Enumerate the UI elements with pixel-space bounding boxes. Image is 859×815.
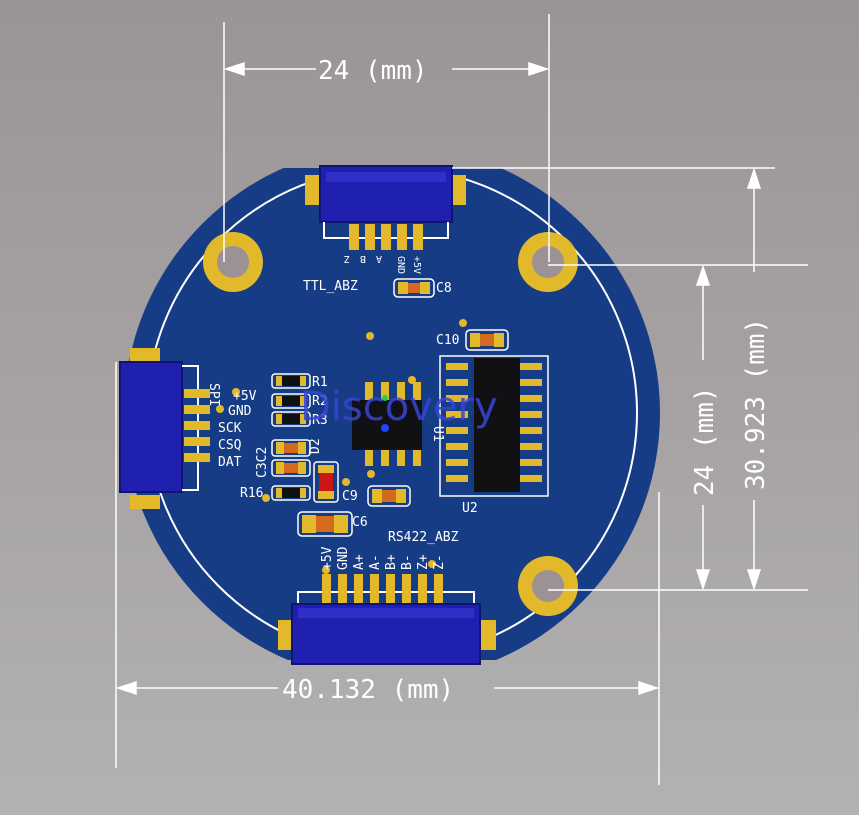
passives	[216, 278, 509, 574]
spi-pin-4: CSQ	[218, 438, 242, 453]
ic-u2	[439, 355, 549, 497]
spi-pin-2: GND	[228, 404, 252, 419]
c10-label: C10	[436, 333, 459, 348]
ic-u1	[352, 382, 422, 466]
bottom-pin-6: B-	[400, 554, 415, 570]
resistor-r1	[271, 373, 311, 389]
c9-label: C9	[342, 489, 358, 504]
spi-pin-1: +5V	[233, 389, 257, 404]
u1-label: U1	[430, 426, 445, 442]
r2-label: R2	[312, 394, 328, 409]
cap-c2	[271, 459, 311, 477]
d2-label: D2	[308, 438, 323, 454]
dim-top-width: 24 (mm)	[318, 56, 428, 86]
top-pin-1: Z	[344, 253, 350, 264]
c8-label: C8	[436, 281, 452, 296]
bottom-pin-8: Z-	[432, 554, 447, 570]
r1-label: R1	[312, 375, 328, 390]
resistor-r3	[271, 411, 311, 427]
resistor-r16	[271, 485, 311, 501]
spi-pin-3: SCK	[218, 421, 242, 436]
ttl-abz-label: TTL_ABZ	[303, 279, 358, 294]
vias	[216, 319, 467, 574]
diode-d2	[313, 461, 339, 503]
mounting-holes	[203, 232, 578, 616]
resistor-r2	[271, 393, 311, 409]
spi-connector	[119, 348, 210, 509]
cap-c9	[367, 485, 411, 507]
mounting-hole-top-right	[518, 232, 578, 292]
mounting-hole-bottom-right	[518, 556, 578, 616]
c3c2-label: C3C2	[255, 447, 270, 478]
top-pin-2: B	[360, 253, 366, 264]
silkscreen-labels: TTL_ABZ C8 C10 C9 C6 R1 R2 R3 R16 U2 RS4…	[206, 253, 478, 570]
bottom-pin-7: Z+	[416, 554, 431, 570]
bottom-pin-5: B+	[384, 554, 399, 570]
r16-label: R16	[240, 486, 263, 501]
cap-c3	[271, 439, 311, 457]
dimension-labels: 24 (mm) 30.923 (mm) 24 (mm) 40.132 (mm)	[282, 56, 771, 705]
bottom-pin-4: A-	[368, 554, 383, 570]
dim-bottom-width: 40.132 (mm)	[282, 675, 454, 705]
r3-label: R3	[312, 413, 328, 428]
u2-label: U2	[462, 501, 478, 516]
rs422-abz-label: RS422_ABZ	[388, 530, 459, 545]
bottom-pin-1: +5V	[320, 546, 335, 570]
dim-right-inner: 24 (mm)	[690, 386, 720, 496]
top-pin-3: A	[376, 253, 382, 264]
top-pin-4: GND	[395, 256, 406, 274]
bottom-pin-3: A+	[352, 554, 367, 570]
spi-pin-5: DAT	[218, 455, 242, 470]
dim-right-outer: 30.923 (mm)	[741, 318, 771, 490]
spi-label: SPI	[206, 383, 221, 406]
cap-c8	[393, 278, 435, 298]
top-pin-5: +5V	[411, 256, 422, 274]
dimension-lines	[115, 14, 808, 785]
mounting-hole-top-left	[203, 232, 263, 292]
bottom-pin-2: GND	[336, 546, 351, 570]
top-connector	[305, 165, 466, 250]
cap-c10	[465, 329, 509, 351]
watermark-text: Discovery	[300, 384, 498, 430]
c6-label: C6	[352, 515, 368, 530]
bottom-connector	[278, 574, 496, 665]
